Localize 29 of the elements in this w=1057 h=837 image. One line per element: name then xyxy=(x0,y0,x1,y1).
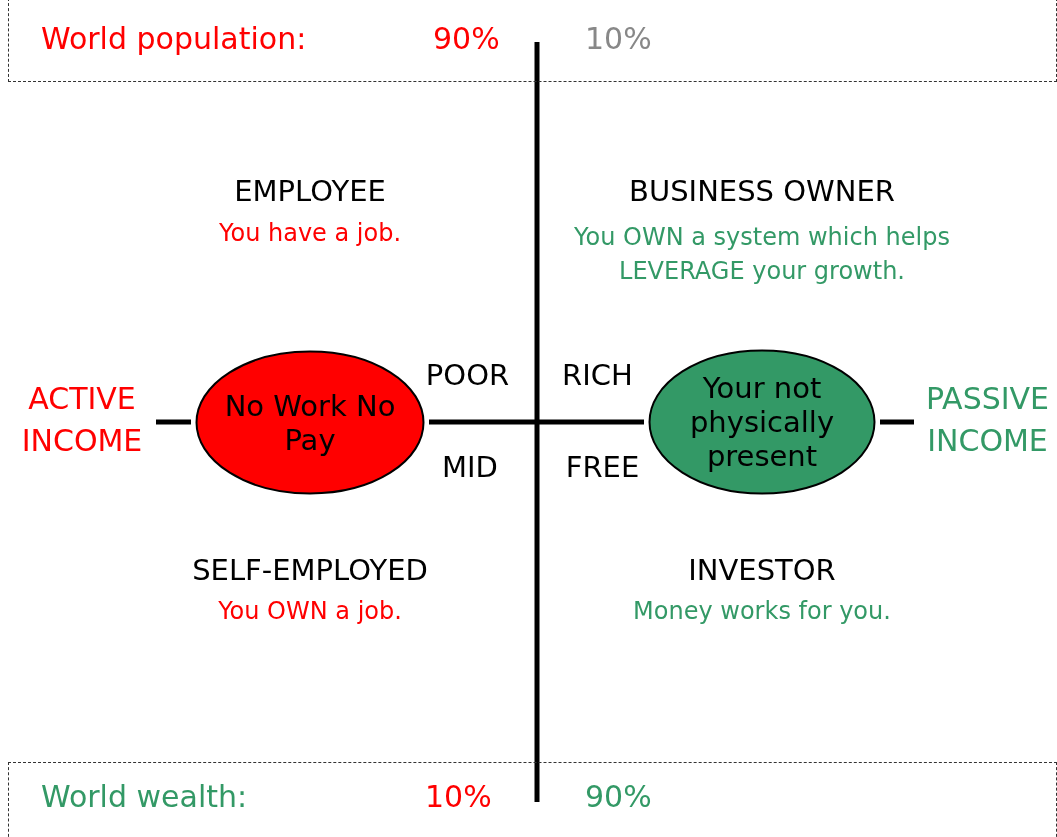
dashed-band xyxy=(8,0,1057,82)
connector-line xyxy=(156,419,191,425)
quadrant-description: You OWN a job. xyxy=(217,596,403,627)
quadrant-tag: FREE xyxy=(550,448,655,487)
ellipse-node xyxy=(648,349,876,495)
percentage-label: 10% xyxy=(585,21,652,57)
ellipse-node xyxy=(195,350,425,495)
income-label: PASSIVE INCOME xyxy=(918,378,1057,462)
percentage-label: 90% xyxy=(433,21,500,57)
quadrant-description: You have a job. xyxy=(217,218,403,249)
ellipse-text: Your not physically present xyxy=(688,371,836,473)
quadrant-description: You OWN a system which helps LEVERAGE your growth. xyxy=(573,222,951,287)
quadrant-title: BUSINESS OWNER xyxy=(628,173,896,210)
connector-line xyxy=(880,419,914,425)
connector-line xyxy=(429,419,644,425)
percentage-label: 10% xyxy=(425,779,492,815)
quadrant-tag: RICH xyxy=(550,356,645,395)
quadrant-title: EMPLOYEE xyxy=(233,173,387,210)
quadrant-description: Money works for you. xyxy=(632,596,892,627)
band-label: World wealth: xyxy=(41,779,248,815)
dashed-band xyxy=(8,762,1057,837)
percentage-label: 90% xyxy=(585,779,652,815)
income-label: ACTIVE INCOME xyxy=(12,378,152,462)
band-label: World population: xyxy=(41,21,307,57)
ellipse-text: No Work No Pay xyxy=(223,388,397,457)
quadrant-tag: MID xyxy=(425,448,515,487)
quadrant-tag: POOR xyxy=(410,356,525,395)
quadrant-title: SELF-EMPLOYED xyxy=(191,552,429,589)
quadrant-title: INVESTOR xyxy=(687,552,837,589)
